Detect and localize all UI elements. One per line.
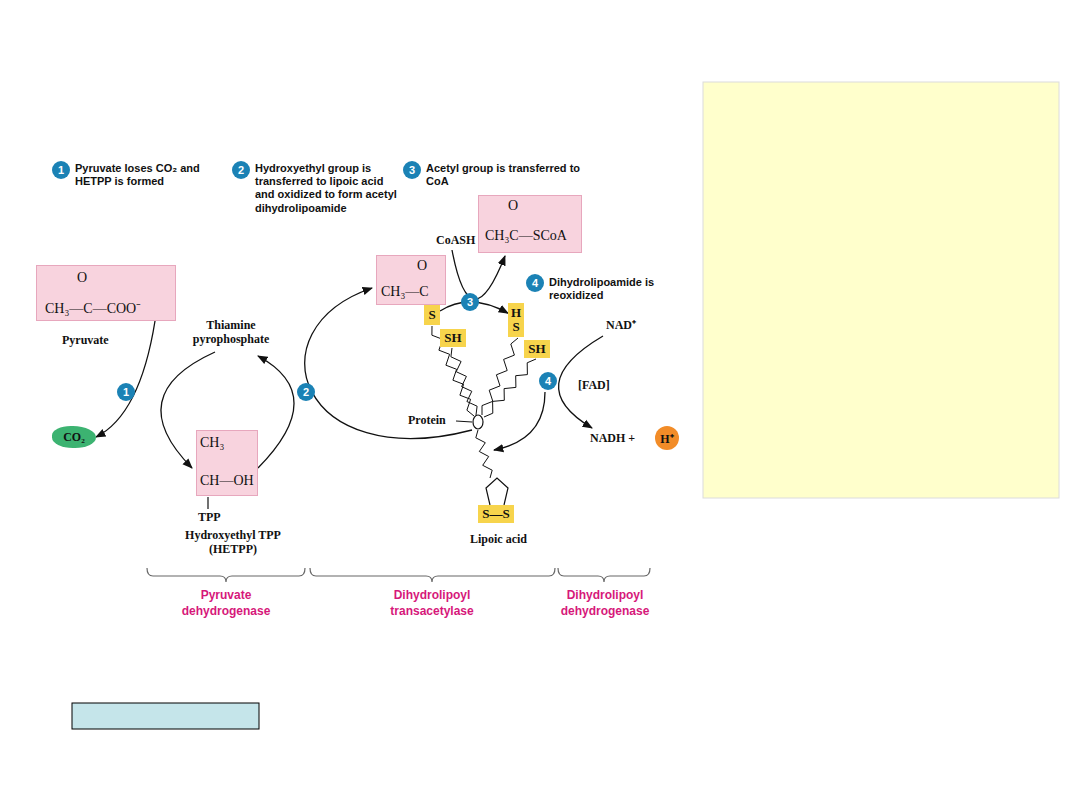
node-text: CH₃ <box>200 435 224 451</box>
enzyme-name: Dihydrolipoyl dehydrogenase <box>556 588 654 619</box>
node-text: CH₃—C <box>381 284 429 300</box>
chain-stroke <box>451 348 477 415</box>
node-text: 3 <box>409 164 415 176</box>
node-text: S <box>428 307 435 323</box>
sulfur-patch: SH <box>440 329 466 347</box>
node-text: H⁺ <box>660 430 673 447</box>
note-panel <box>703 82 1059 498</box>
callout-number: 1 <box>52 161 70 179</box>
node-text: H S <box>511 306 521 335</box>
sulfur-patch: S <box>424 305 440 325</box>
node-text: S—S <box>482 506 509 522</box>
cofactor-label: CoASH <box>436 233 475 247</box>
callout-number: 2 <box>297 383 315 401</box>
proton-circle: H⁺ <box>655 426 679 450</box>
protein-junction <box>473 415 483 429</box>
node-text: CH—OH <box>200 473 254 489</box>
chain-stroke <box>476 430 492 478</box>
cofactor-label: Lipoic acid <box>470 532 527 546</box>
node-text: O <box>417 258 427 274</box>
blank-tag <box>72 703 259 729</box>
sulfur-patch: SH <box>524 340 550 358</box>
disulfide-patch: S—S <box>478 505 514 523</box>
node-text: 4 <box>532 277 538 289</box>
chain-stroke <box>432 326 474 416</box>
node-text: 1 <box>123 386 129 398</box>
molecule-label: Hydroxyethyl TPP (HETPP) <box>168 528 298 557</box>
node-text: 4 <box>545 375 551 387</box>
callout-number: 3 <box>403 161 421 179</box>
cofactor-label: Thiamine pyrophosphate <box>188 318 274 347</box>
chain-stroke <box>484 359 536 417</box>
node-text: CH₃—C—COO⁻ <box>45 298 141 317</box>
molecule-label: Pyruvate <box>62 333 109 347</box>
enzyme-name: Pyruvate dehydrogenase <box>160 588 292 619</box>
callout-number: 1 <box>117 383 135 401</box>
node-text: O <box>508 198 518 214</box>
chain-stroke <box>482 338 518 415</box>
protein-label: Protein <box>408 413 446 427</box>
node-text: CH₃C—SCoA <box>485 228 567 244</box>
step-text: Dihydrolipoamide is reoxidized <box>549 276 667 302</box>
node-text: O <box>77 270 87 286</box>
step-text: Hydroxyethyl group is transferred to lip… <box>255 162 405 215</box>
node-text: 3 <box>467 296 473 308</box>
step-text: Pyruvate loses CO₂ and HETPP is formed <box>75 162 215 188</box>
leader-line <box>456 421 472 422</box>
molecule-box: O CH₃—C <box>376 255 446 305</box>
callout-number: 4 <box>526 274 544 292</box>
callout-number: 3 <box>461 293 479 311</box>
node-text: 2 <box>238 164 244 176</box>
cofactor-label: NADH + <box>590 431 635 445</box>
callout-number: 4 <box>539 372 557 390</box>
node-text: SH <box>528 341 545 357</box>
callout-number: 2 <box>232 161 250 179</box>
co2-blob: CO₂ <box>52 426 96 448</box>
enzyme-name: Dihydrolipoyl transacetylase <box>372 588 492 619</box>
lipoyl-chains <box>432 326 536 478</box>
lipoic-ring <box>486 478 508 505</box>
molecule-box: O CH₃C—SCoA <box>478 195 582 253</box>
node-text: 1 <box>58 164 64 176</box>
sulfur-patch: H S <box>508 303 524 337</box>
cofactor-label: TPP <box>198 510 221 524</box>
node-text: 2 <box>303 386 309 398</box>
node-text: SH <box>444 330 461 346</box>
enzyme-braces <box>147 568 650 582</box>
molecule-box: O CH₃—C—COO⁻ <box>36 265 176 321</box>
step-text: Acetyl group is transferred to CoA <box>426 162 586 188</box>
bonds <box>82 215 514 509</box>
cofactor-label: [FAD] <box>578 378 610 392</box>
cofactor-label: NAD⁺ <box>606 318 636 332</box>
node-text: CO₂ <box>63 430 85 445</box>
molecule-box: CH₃ CH—OH <box>196 430 258 496</box>
